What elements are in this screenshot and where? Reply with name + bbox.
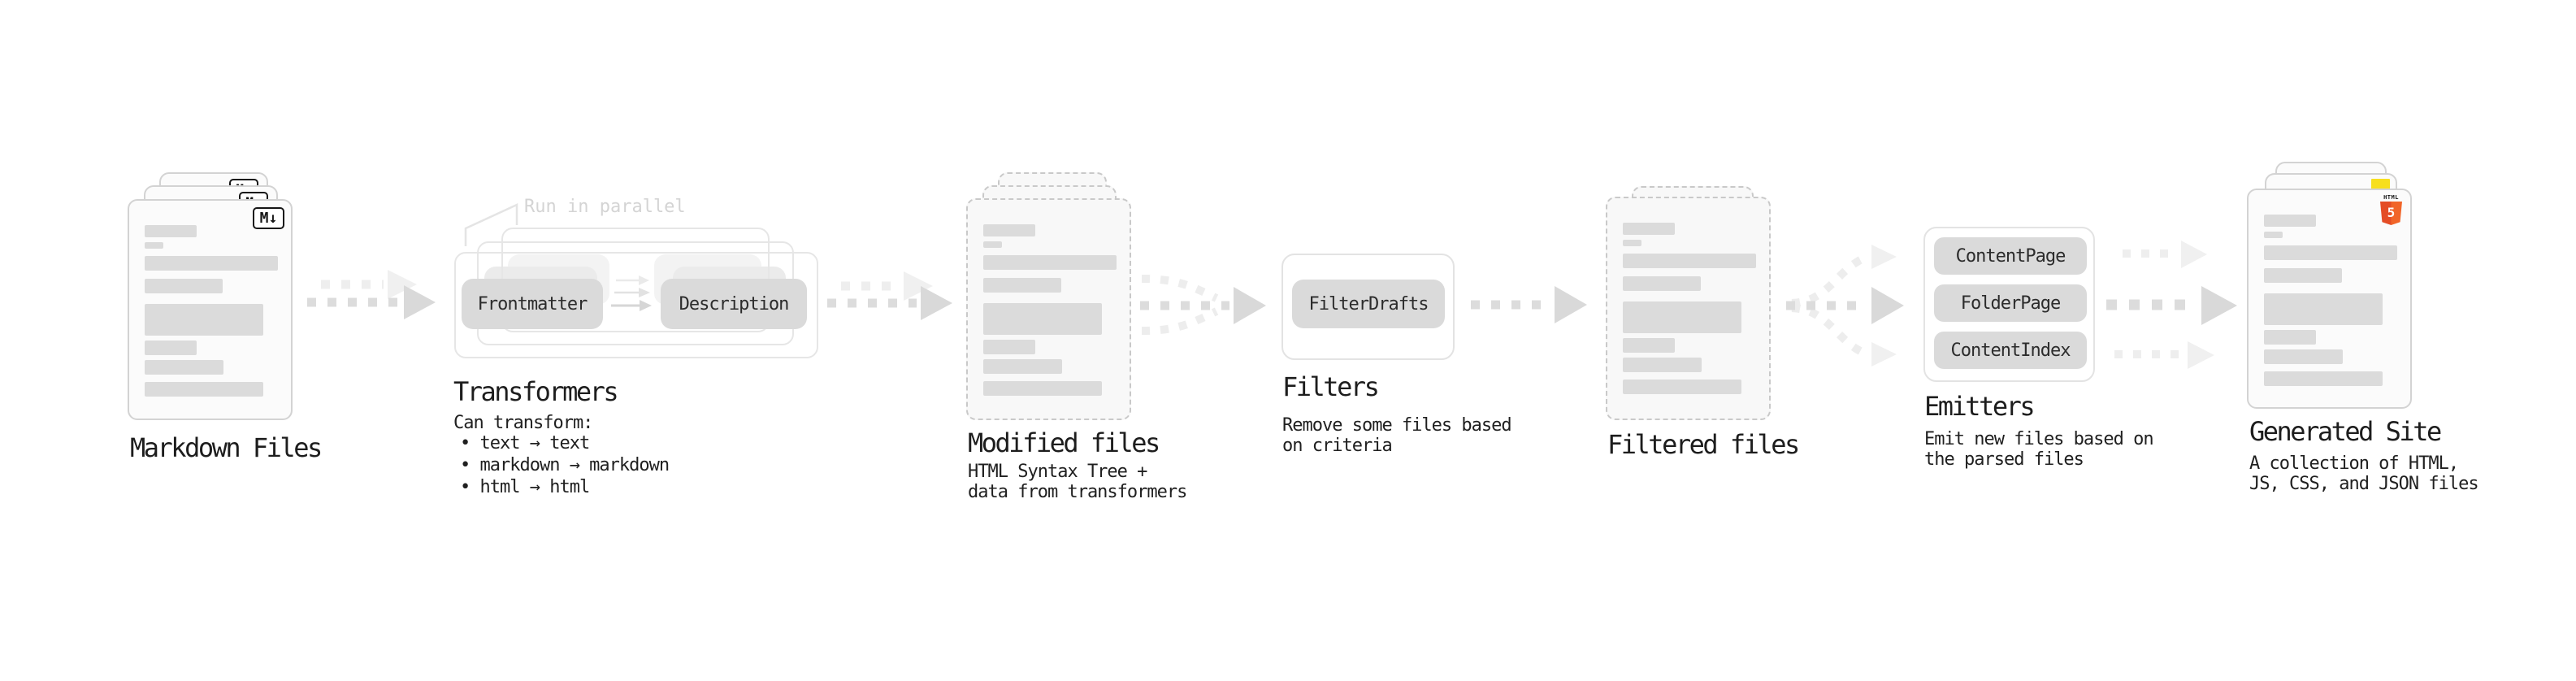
text-line-placeholder xyxy=(983,340,1035,354)
can-transform-heading: Can transform: xyxy=(453,413,593,433)
generated-desc-line2: JS, CSS, and JSON files xyxy=(2249,474,2479,494)
transformer-container-front xyxy=(454,252,818,358)
javascript-file-icon xyxy=(2371,179,2390,189)
folderpage-box: FolderPage xyxy=(1934,284,2087,322)
generated-desc-line1: A collection of HTML, xyxy=(2249,453,2459,474)
bullet-text-to-text: • text → text xyxy=(460,433,590,453)
generated-site-label: Generated Site xyxy=(2249,416,2442,447)
modified-file-front xyxy=(966,198,1131,420)
text-line-placeholder xyxy=(2264,245,2397,260)
text-line-placeholder xyxy=(983,359,1062,374)
text-line-placeholder xyxy=(145,279,223,293)
filtered-files-label: Filtered files xyxy=(1607,429,1800,460)
text-line-placeholder xyxy=(983,381,1102,396)
text-line-placeholder xyxy=(983,303,1102,335)
text-line-placeholder xyxy=(1623,276,1701,291)
arrow-markdown-to-transformers-icon xyxy=(307,270,436,319)
filtered-file-front xyxy=(1606,197,1771,420)
emitters-desc-line2: the parsed files xyxy=(1924,449,2084,470)
arrow-emitters-to-generated-icon xyxy=(2106,241,2237,369)
frontmatter-box: Frontmatter xyxy=(462,279,603,329)
modified-desc-line1: HTML Syntax Tree + xyxy=(968,462,1147,482)
text-line-placeholder xyxy=(983,224,1035,236)
html5-icon-shield: 5 xyxy=(2380,202,2402,225)
html5-icon-label: HTML xyxy=(2383,194,2399,201)
text-line-placeholder xyxy=(2264,268,2342,283)
text-line-placeholder xyxy=(145,304,263,336)
text-line-placeholder xyxy=(145,360,223,375)
bullet-html-to-html: • html → html xyxy=(460,477,590,497)
text-line-placeholder xyxy=(145,256,278,271)
text-line-placeholder xyxy=(2264,293,2383,325)
generated-site-description: A collection of HTML, JS, CSS, and JSON … xyxy=(2249,453,2479,494)
bullet-markdown-to-markdown: • markdown → markdown xyxy=(460,455,670,475)
text-line-placeholder xyxy=(1623,223,1675,235)
text-line-placeholder xyxy=(2264,371,2383,386)
markdown-files-label: Markdown Files xyxy=(130,432,323,463)
arrow-filters-to-filtered-icon xyxy=(1471,286,1587,323)
contentindex-box: ContentIndex xyxy=(1934,332,2087,369)
arrow-modified-to-filters-icon xyxy=(1140,275,1266,335)
arrow-transformers-to-modified-icon xyxy=(827,271,952,320)
text-line-placeholder xyxy=(1623,358,1702,372)
text-line-placeholder xyxy=(1623,301,1741,333)
contentpage-box: ContentPage xyxy=(1934,237,2087,275)
text-line-placeholder xyxy=(1623,380,1741,394)
transformers-label: Transformers xyxy=(453,376,619,407)
text-line-placeholder xyxy=(1623,254,1756,268)
transformers-bullet-list: • text → text • markdown → markdown • ht… xyxy=(460,432,670,498)
text-line-placeholder xyxy=(2264,349,2343,364)
modified-files-label: Modified files xyxy=(968,427,1160,458)
html5-file-icon: HTML 5 xyxy=(2380,194,2402,225)
generated-file-html: HTML 5 xyxy=(2247,189,2412,409)
text-line-placeholder xyxy=(2264,215,2316,227)
text-line-placeholder xyxy=(2264,232,2283,238)
text-line-placeholder xyxy=(145,225,197,237)
text-line-placeholder xyxy=(2264,330,2316,345)
filters-desc-line2: on criteria xyxy=(1282,436,1393,456)
emitters-description: Emit new files based on the parsed files xyxy=(1924,429,2154,470)
markdown-icon: M↓ xyxy=(253,207,284,229)
transformers-description: Can transform: xyxy=(453,413,593,433)
emitters-label: Emitters xyxy=(1924,391,2036,422)
arrow-filtered-to-emitters-icon xyxy=(1786,245,1904,367)
text-line-placeholder xyxy=(983,255,1117,270)
text-line-placeholder xyxy=(145,340,197,355)
text-line-placeholder xyxy=(1623,338,1675,353)
modified-files-description: HTML Syntax Tree + data from transformer… xyxy=(968,462,1187,502)
text-line-placeholder xyxy=(145,242,163,249)
run-in-parallel-note: Run in parallel xyxy=(524,197,686,217)
text-line-placeholder xyxy=(983,278,1061,293)
text-line-placeholder xyxy=(983,241,1002,248)
filters-desc-line1: Remove some files based xyxy=(1282,415,1512,436)
filters-description: Remove some files based on criteria xyxy=(1282,415,1512,456)
emitters-desc-line1: Emit new files based on xyxy=(1924,429,2154,449)
filterdrafts-box: FilterDrafts xyxy=(1292,280,1445,328)
description-box: Description xyxy=(661,279,807,329)
text-line-placeholder xyxy=(145,382,263,397)
text-line-placeholder xyxy=(1623,240,1641,246)
markdown-file-front: M↓ xyxy=(128,199,293,420)
modified-desc-line2: data from transformers xyxy=(968,482,1187,502)
filters-label: Filters xyxy=(1282,371,1380,402)
